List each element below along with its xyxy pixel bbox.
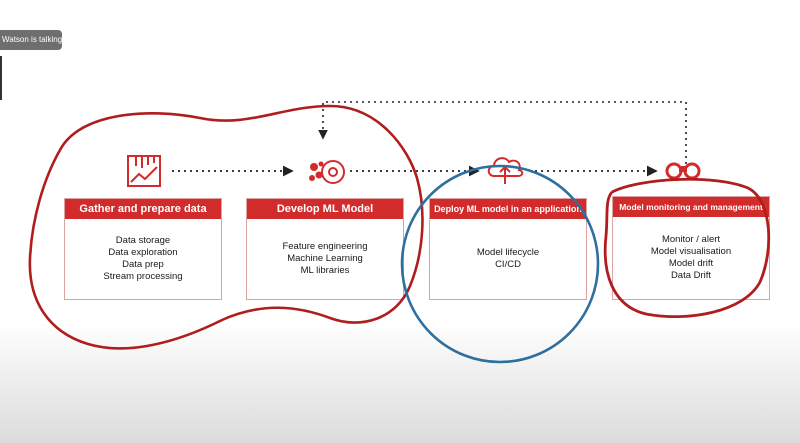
stage-items: Monitor / alert Model visualisation Mode… [613,217,769,299]
stage-item: ML libraries [300,265,350,276]
stage-item: Monitor / alert [661,234,721,245]
red-freehand-loop [28,104,424,350]
stage-gather-prepare-data: Gather and prepare data Data storage Dat… [64,198,222,300]
stage-header: Develop ML Model [247,199,403,219]
stage-item: CI/CD [495,259,521,270]
chart-icon [127,155,161,187]
arrow-feedback-loop [318,101,687,164]
stage-item: Model drift [668,258,714,269]
stage-item: Data storage [115,235,171,246]
video-bottom-fade [0,323,800,443]
stage-deploy-ml-model: Deploy ML model in an application Model … [429,198,587,300]
stage-items: Model lifecycle CI/CD [430,219,586,299]
stage-develop-ml-model: Develop ML Model Feature engineering Mac… [246,198,404,300]
gears-icon [309,160,345,184]
stage-item: Model lifecycle [476,247,540,258]
stage-item: Data Drift [670,270,712,281]
stage-items: Data storage Data exploration Data prep … [65,219,221,299]
stage-header: Deploy ML model in an application [430,199,586,219]
speaker-badge: Watson is talking [0,30,62,50]
stage-header: Gather and prepare data [65,199,221,219]
stage-item: Data prep [122,259,164,270]
red-circle-annotation [603,177,771,318]
stage-header: Model monitoring and management [613,197,769,217]
stage-item: Data exploration [108,247,178,258]
stage-items: Feature engineering Machine Learning ML … [247,219,403,299]
side-divider [0,56,2,100]
stage-item: Machine Learning [287,253,363,264]
stage-item: Feature engineering [282,241,368,252]
blue-circle-annotation [400,164,600,364]
speaker-label: Watson is talking [2,35,62,44]
stage-model-monitoring: Model monitoring and management Monitor … [612,196,770,300]
stage-item: Stream processing [103,271,183,282]
stage-item: Model visualisation [650,246,732,257]
